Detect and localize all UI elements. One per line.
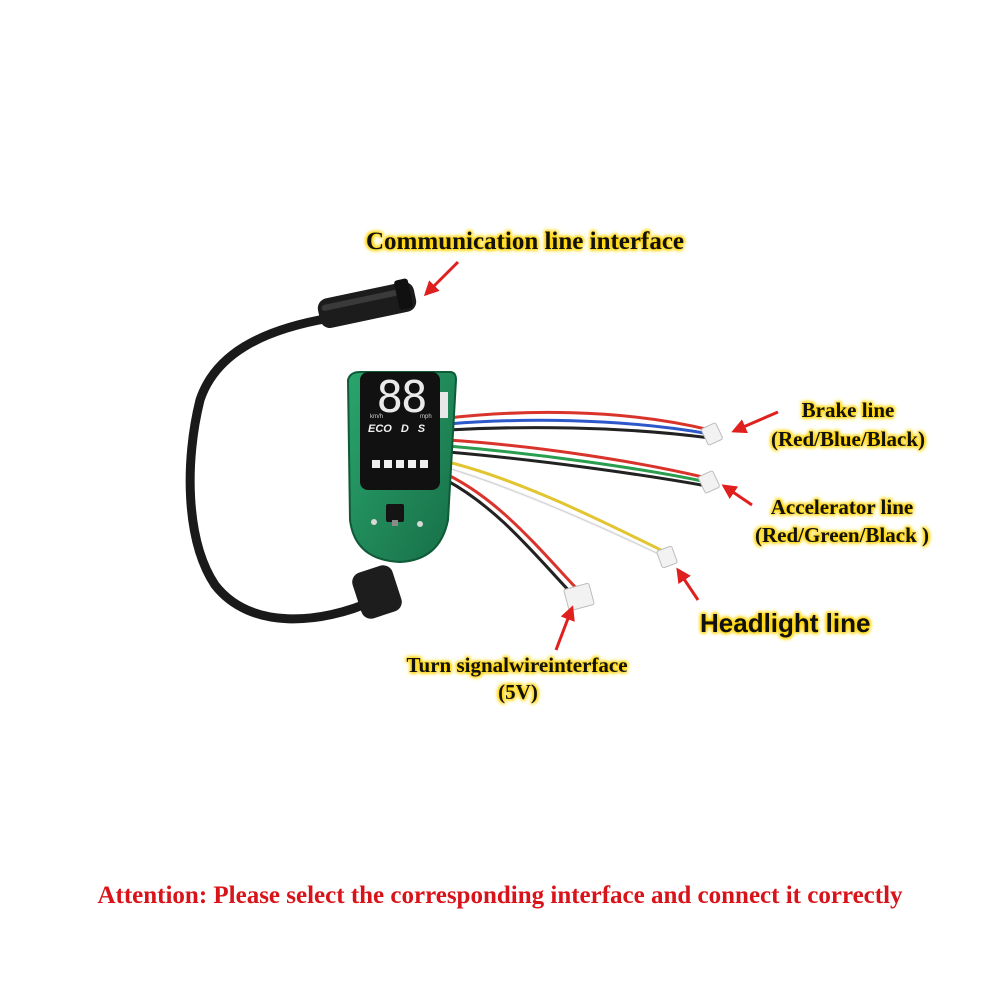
label-communication: Communication line interface <box>366 228 685 255</box>
label-accel-title: Accelerator line <box>770 495 914 519</box>
label-turn-title: Turn signalwireinterface <box>406 653 628 677</box>
display-unit-kmh: km/h <box>370 414 384 420</box>
label-accel-colors: (Red/Green/Black ) <box>754 523 929 547</box>
display-mode-eco: ECO <box>368 423 392 435</box>
label-turn-voltage: (5V) <box>498 680 538 704</box>
communication-connector <box>317 278 417 328</box>
display-unit-mph: mph <box>420 414 432 420</box>
display-battery-bar <box>372 460 428 468</box>
display-digits: 88 <box>376 372 428 423</box>
communication-cable <box>185 278 417 624</box>
arrow-icon <box>423 260 779 651</box>
label-brake-colors: (Red/Blue/Black) <box>770 427 925 451</box>
label-brake-title: Brake line <box>801 398 895 422</box>
connector-icon <box>563 422 723 612</box>
label-headlight: Headlight line <box>700 608 871 638</box>
display-mode-s: S <box>417 423 426 435</box>
ferrite-core <box>352 565 402 619</box>
attention-notice: Attention: Please select the correspondi… <box>97 882 903 909</box>
wire-bundle <box>444 410 712 596</box>
display-mode-d: D <box>400 423 409 435</box>
display-mode-row: ECO D S <box>368 423 425 435</box>
